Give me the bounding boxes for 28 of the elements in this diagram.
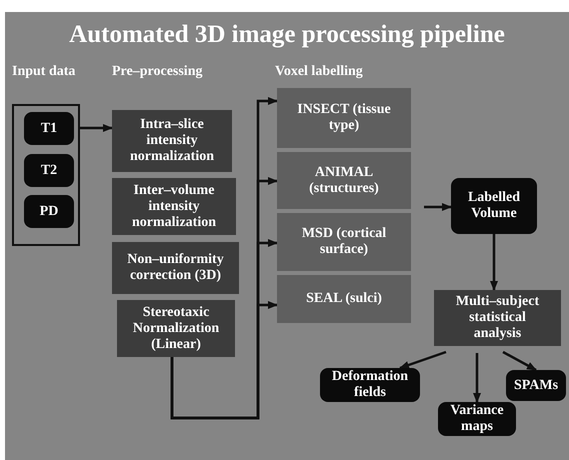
column-heading: Pre–processing [112, 64, 202, 80]
labelling-box: SEAL (sulci) [277, 275, 411, 323]
rounded-box: T2 [24, 154, 74, 187]
rounded-box: Variance maps [438, 402, 516, 436]
process-box: Stereotaxic Normalization (Linear) [117, 300, 235, 357]
rounded-box: Deformation fields [320, 368, 420, 402]
process-box: Non–uniformity correction (3D) [112, 242, 239, 294]
arrow [170, 301, 278, 420]
process-box: Inter–volume intensity normalization [112, 178, 236, 235]
rounded-box: T1 [24, 112, 74, 145]
arrow [502, 350, 537, 372]
rounded-box: PD [24, 195, 74, 228]
arrow [80, 124, 113, 132]
labelling-box: MSD (cortical surface) [277, 213, 411, 271]
column-heading: Input data [12, 64, 76, 80]
rounded-box: SPAMs [506, 370, 566, 401]
input-group-frame [12, 104, 80, 246]
labelling-box: ANIMAL (structures) [277, 152, 411, 209]
process-box: Intra–slice intensity normalization [112, 110, 232, 172]
column-heading: Voxel labelling [275, 64, 363, 80]
rounded-box: Labelled Volume [451, 178, 537, 234]
process-box: Multi–subject statistical analysis [434, 290, 561, 346]
arrow [399, 350, 446, 370]
arrow [473, 353, 481, 403]
arrow [424, 203, 452, 211]
diagram-title: Automated 3D image processing pipeline [68, 20, 506, 50]
arrow [490, 234, 498, 291]
labelling-box: INSECT (tissue type) [277, 88, 411, 148]
